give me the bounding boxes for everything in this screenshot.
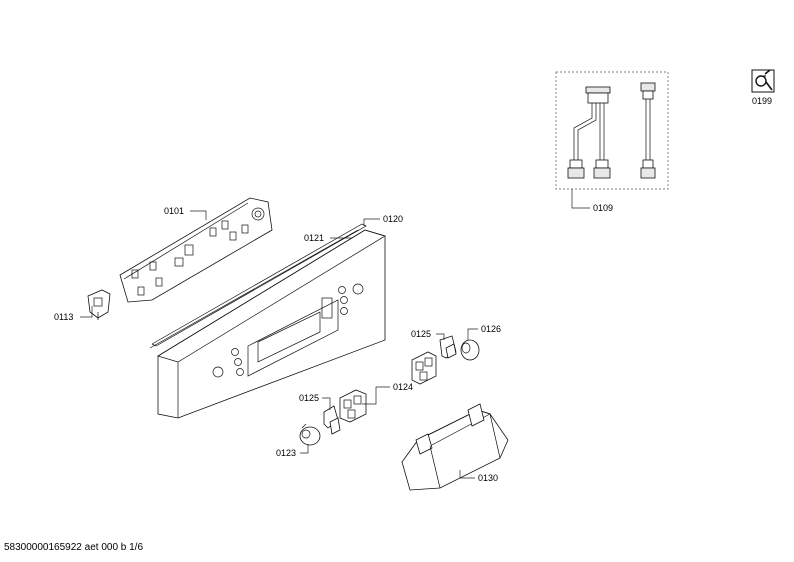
label-0121: 0121 [304, 233, 324, 243]
label-0125-lower: 0125 [299, 393, 319, 403]
control-panel-fascia [157, 229, 386, 419]
part-0123-knob[interactable] [299, 423, 321, 446]
part-0124-button-housing-lower[interactable] [339, 389, 367, 423]
part-0126-knob[interactable] [460, 339, 480, 361]
part-0109-wiring-harness[interactable] [555, 71, 669, 190]
part-0101-control-board[interactable] [119, 197, 273, 303]
part-0130-bracket[interactable] [401, 403, 509, 491]
part-labels: 0101 0113 0120 0121 0125 0126 0124 0125 … [54, 96, 772, 483]
part-0113-clip[interactable] [87, 289, 111, 320]
label-0124: 0124 [393, 382, 413, 392]
label-0113: 0113 [54, 312, 73, 322]
part-0125-button-set-upper[interactable] [439, 335, 457, 359]
label-0199: 0199 [752, 96, 772, 106]
label-0123: 0123 [276, 448, 296, 458]
label-0101: 0101 [164, 206, 184, 216]
part-0125-button-set-lower[interactable] [323, 405, 341, 435]
label-0130: 0130 [478, 473, 498, 483]
label-0125-upper: 0125 [411, 329, 431, 339]
label-0126: 0126 [481, 324, 501, 334]
label-0120: 0120 [383, 214, 403, 224]
leader-lines [80, 189, 590, 479]
document-id-footer: 58300000165922 aet 000 b 1/6 [4, 542, 144, 553]
part-0121-seal-strip[interactable] [149, 229, 359, 349]
label-0109: 0109 [593, 203, 613, 213]
part-0199-tool-icon[interactable] [751, 69, 775, 93]
part-0124-button-housing-upper[interactable] [411, 351, 437, 385]
